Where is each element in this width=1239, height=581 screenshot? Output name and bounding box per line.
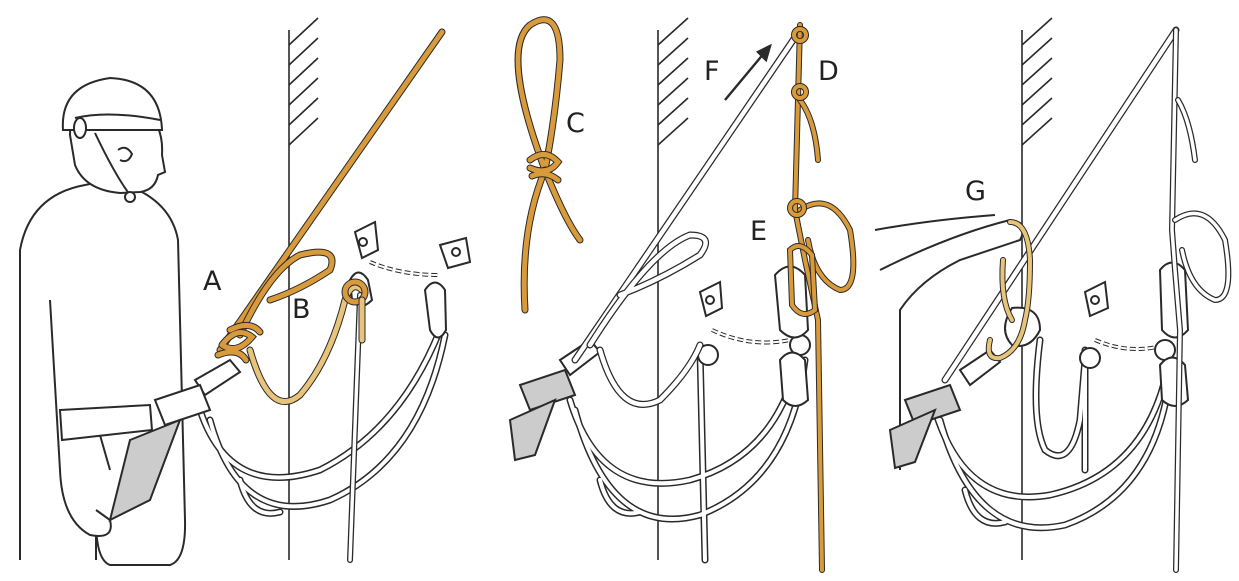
orange-rope-1 — [218, 32, 442, 402]
anchor-slings-2 — [570, 350, 805, 560]
belay-device-3 — [890, 350, 1000, 468]
figure-eight-knot-c — [518, 20, 580, 310]
anchor-chain-1 — [350, 222, 470, 338]
climber-person — [20, 78, 185, 565]
label-g: G — [965, 176, 986, 207]
label-e: E — [750, 216, 767, 247]
panel-1: A B — [20, 18, 470, 565]
label-d: D — [818, 56, 839, 87]
label-f: F — [704, 56, 720, 87]
panel-3: G — [875, 18, 1228, 570]
label-a: A — [203, 266, 222, 297]
label-c: C — [566, 108, 585, 139]
label-b: B — [292, 294, 311, 325]
anchor-chain-3 — [1080, 263, 1188, 407]
panel-2: C F D E — [510, 18, 853, 570]
pull-arrow-icon — [725, 46, 770, 100]
